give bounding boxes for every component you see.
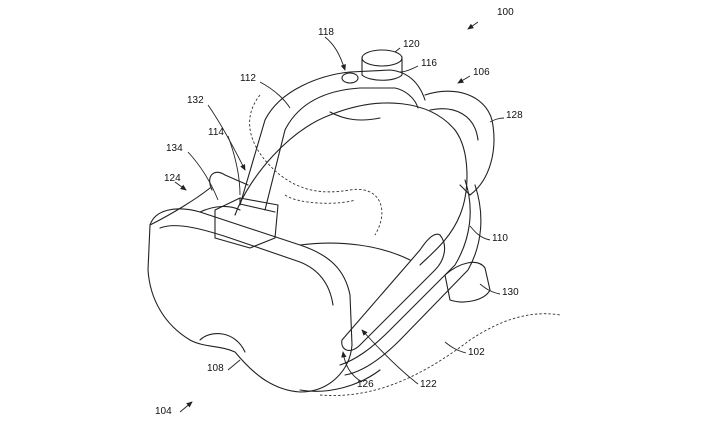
label-134: 134 (166, 143, 183, 154)
side-strap (339, 179, 471, 366)
label-114: 114 (208, 127, 224, 138)
label-122: 122 (420, 379, 437, 390)
label-100: 100 (497, 7, 514, 18)
label-126: 126 (357, 379, 374, 390)
label-132: 132 (187, 95, 204, 106)
label-104: 104 (155, 406, 172, 417)
top-strap (239, 69, 426, 206)
label-128: 128 (506, 110, 523, 121)
label-102: 102 (468, 347, 485, 358)
label-120: 120 (403, 39, 420, 50)
label-124: 124 (164, 173, 181, 184)
label-110: 110 (492, 233, 508, 244)
label-118: 118 (318, 27, 334, 38)
label-108: 108 (207, 363, 224, 374)
label-106: 106 (473, 67, 490, 78)
front-visor (147, 208, 353, 393)
label-116: 116 (421, 58, 437, 69)
label-130: 130 (502, 287, 519, 298)
rear-pad (424, 90, 495, 196)
adjust-knob (361, 49, 403, 67)
rear-cradle (444, 261, 491, 303)
label-112: 112 (240, 73, 256, 84)
headset-shell (234, 102, 468, 266)
